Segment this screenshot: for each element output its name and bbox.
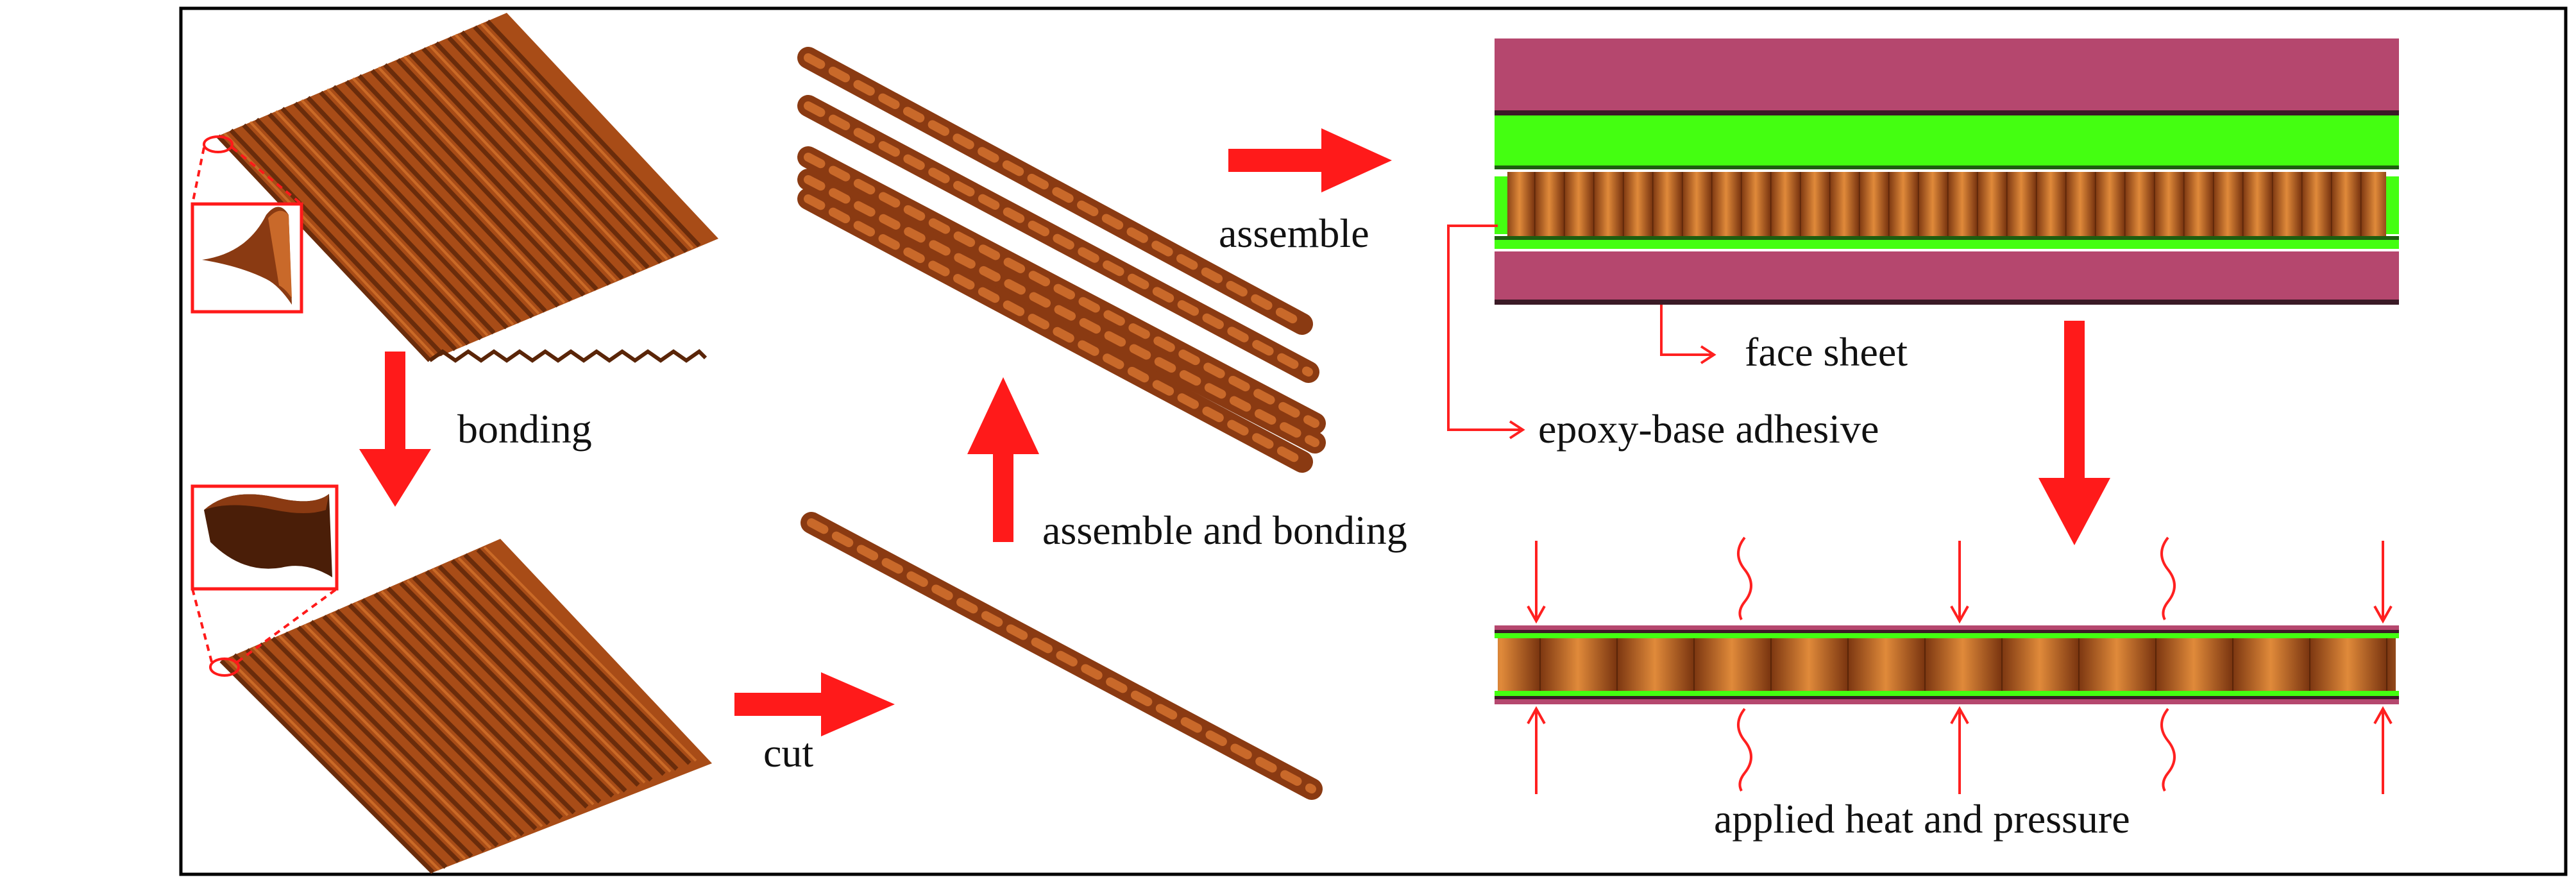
strip-stack: [797, 47, 1326, 473]
label-bonding: bonding: [457, 406, 592, 452]
adhesive-bottom: [1495, 240, 2399, 249]
label-assemble: assemble: [1219, 210, 1369, 256]
pressure-arrow-icon: [1527, 541, 2393, 794]
process-arrow-icon: [359, 128, 2110, 736]
detail-magnifier-top: [191, 135, 303, 314]
callout-face-sheet: [1660, 305, 1716, 364]
corrugated-sheet-bonded: [219, 539, 712, 874]
face-sheet-top: [1495, 38, 2399, 112]
label-face-sheet: face sheet: [1745, 329, 1908, 375]
sandwich-panel-final: [1495, 625, 2399, 704]
corrugated-sheet-top: [216, 13, 718, 363]
detail-magnifier-bonded: [191, 484, 339, 677]
label-cut: cut: [763, 730, 813, 776]
face-sheet-bottom: [1495, 251, 2399, 300]
label-applied-heat-and-pressure: applied heat and pressure: [1714, 796, 2130, 842]
adhesive-top: [1495, 115, 2399, 165]
callout-adhesive: [1447, 225, 1525, 439]
cut-strip: [801, 512, 1323, 800]
label-epoxy-base-adhesive: epoxy-base adhesive: [1538, 406, 1879, 452]
wavy-heat-icon: [1737, 536, 2176, 792]
assembly-exploded: [1495, 38, 2399, 305]
label-assemble-and-bonding: assemble and bonding: [1042, 507, 1407, 553]
honeycomb-core: [1507, 172, 2386, 236]
